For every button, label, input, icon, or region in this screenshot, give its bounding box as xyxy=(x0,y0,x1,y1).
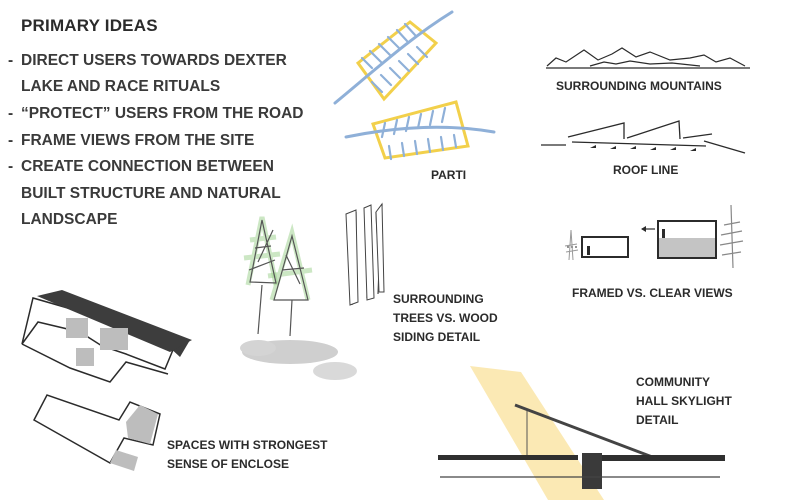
idea-line: -FRAME VIEWS FROM THE SITE xyxy=(8,132,255,149)
primary-ideas-heading: PRIMARY IDEAS xyxy=(21,16,158,35)
views-caption: FRAMED VS. CLEAR VIEWS xyxy=(572,286,733,300)
idea-line: -CREATE CONNECTION BETWEEN xyxy=(8,158,274,175)
framed-views-sketch xyxy=(564,204,744,269)
idea-line: -DIRECT USERS TOWARDS DEXTER xyxy=(8,52,287,69)
parti-sketch xyxy=(333,10,496,161)
idea-line: LANDSCAPE xyxy=(21,211,118,228)
roof-line-caption: ROOF LINE xyxy=(613,163,679,177)
idea-line: LAKE AND RACE RITUALS xyxy=(21,78,221,95)
idea-line: -“PROTECT” USERS FROM THE ROAD xyxy=(8,105,304,122)
idea-line: BUILT STRUCTURE AND NATURAL xyxy=(21,185,281,202)
skylight-sketch xyxy=(438,366,725,500)
spaces-enclosure-sketch xyxy=(33,394,161,471)
parti-caption: PARTI xyxy=(431,168,467,182)
trees-siding-sketch xyxy=(240,202,385,380)
roof-line-sketch xyxy=(541,120,746,154)
mountains-caption: SURROUNDING MOUNTAINS xyxy=(556,79,722,93)
building-roof-sketch xyxy=(21,290,192,383)
mountains-sketch xyxy=(546,47,750,69)
